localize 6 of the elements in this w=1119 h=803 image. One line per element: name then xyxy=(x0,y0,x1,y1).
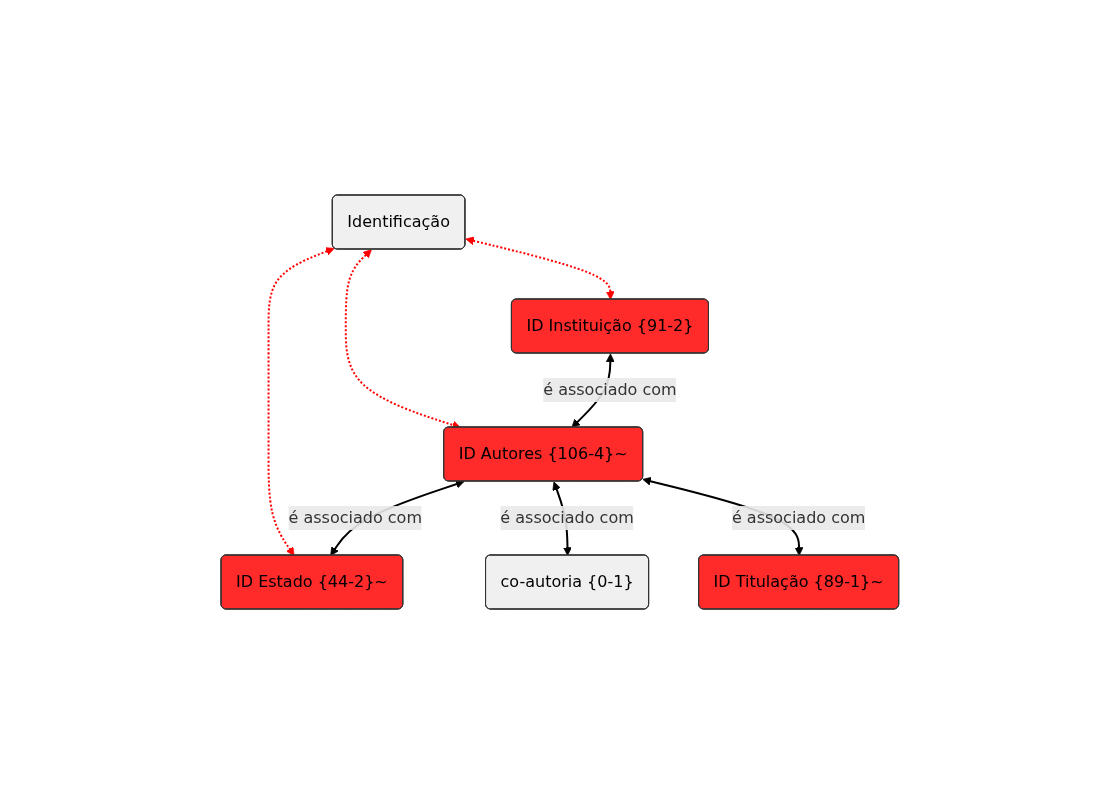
arrow xyxy=(267,246,335,556)
edge-label: é associado com xyxy=(500,507,634,527)
edge-label: é associado com xyxy=(731,507,866,527)
edge-label: é associado com xyxy=(542,379,677,399)
edge-label: é associado com xyxy=(288,507,422,527)
arrow xyxy=(465,236,615,300)
